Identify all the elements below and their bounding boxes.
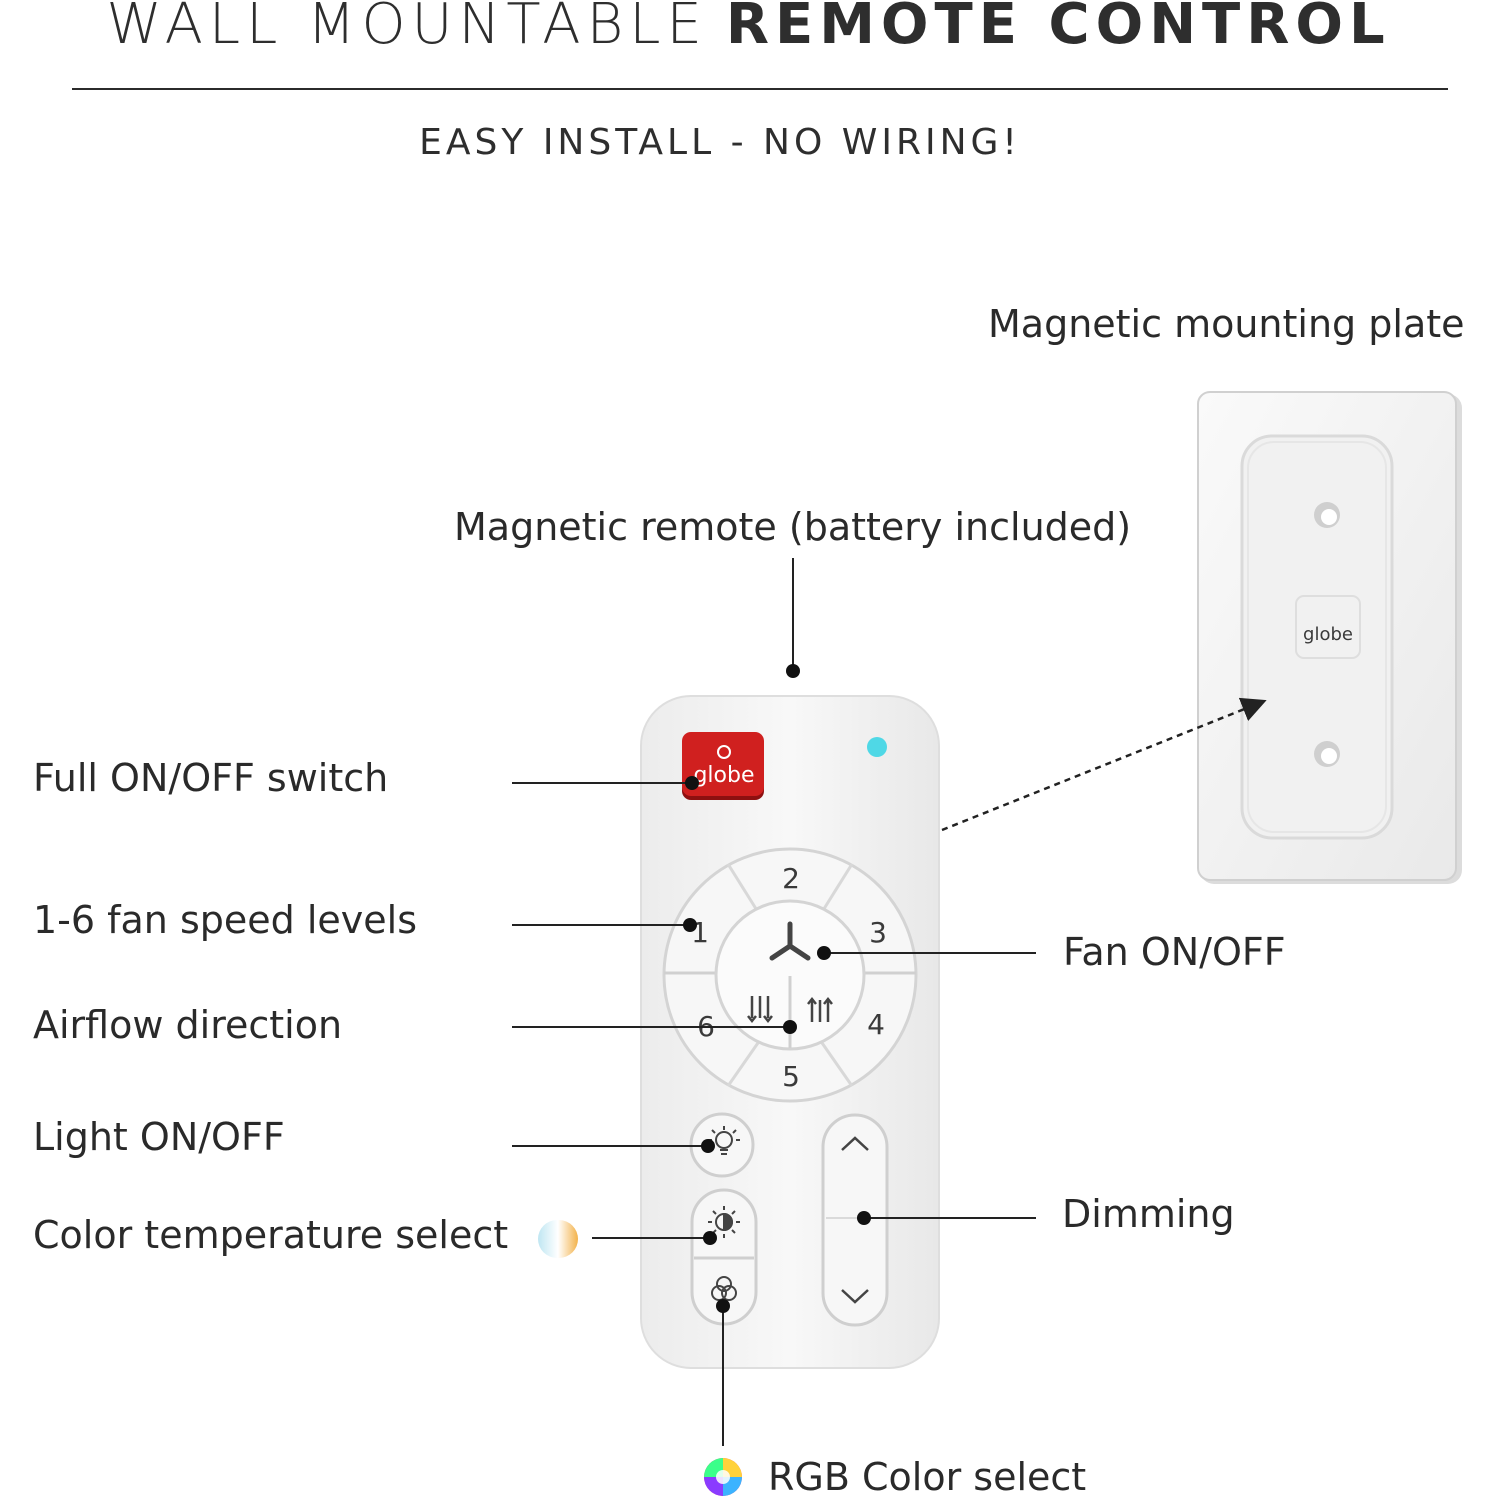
label-fan-onoff: Fan ON/OFF: [1063, 930, 1286, 974]
page-title: WALL MOUNTABLE REMOTE CONTROL: [0, 0, 1497, 57]
brightness-icon: [708, 1206, 740, 1238]
airflow-up-icon[interactable]: [807, 996, 833, 1022]
airflow-down-icon[interactable]: [747, 996, 773, 1024]
speed-3[interactable]: 3: [869, 916, 887, 949]
mounting-plate: globe: [1197, 391, 1462, 884]
rgb-circles-icon: [711, 1276, 737, 1301]
label-airflow: Airflow direction: [33, 1003, 343, 1047]
label-full-onoff: Full ON/OFF switch: [33, 756, 389, 800]
speed-2[interactable]: 2: [782, 862, 800, 895]
speed-5[interactable]: 5: [782, 1060, 800, 1093]
label-color-temp: Color temperature select: [33, 1213, 509, 1257]
title-light: WALL MOUNTABLE: [106, 0, 708, 57]
attach-arrow: [941, 697, 1267, 832]
plate-logo-badge: [1295, 595, 1361, 659]
title-bold: REMOTE CONTROL: [725, 0, 1391, 57]
chevron-up-icon[interactable]: [841, 1136, 869, 1151]
title-divider: [72, 88, 1448, 90]
rgb-button[interactable]: [694, 1260, 754, 1322]
fan-icon[interactable]: [769, 921, 811, 961]
light-button[interactable]: [689, 1112, 755, 1178]
color-temp-button[interactable]: [694, 1192, 754, 1256]
rgb-swatch-icon: [704, 1458, 742, 1496]
speed-4[interactable]: 4: [867, 1008, 885, 1041]
color-temp-swatch-icon: [538, 1220, 578, 1258]
label-dimming: Dimming: [1062, 1192, 1235, 1236]
bulb-icon: [708, 1126, 740, 1155]
page-subtitle: EASY INSTALL - NO WIRING!: [419, 122, 1021, 163]
power-button-logo: globe: [693, 763, 754, 788]
plate-logo: globe: [1303, 624, 1353, 645]
callout-lines: [512, 558, 1036, 1446]
power-button[interactable]: globe: [682, 732, 764, 800]
label-fan-speed: 1-6 fan speed levels: [33, 898, 418, 942]
chevron-down-icon[interactable]: [841, 1289, 869, 1304]
label-light-onoff: Light ON/OFF: [33, 1115, 285, 1159]
label-rgb: RGB Color select: [768, 1455, 1087, 1499]
label-mounting-plate: Magnetic mounting plate: [988, 302, 1465, 346]
dimming-rocker[interactable]: [821, 1113, 889, 1327]
led-indicator: [867, 737, 887, 757]
label-remote: Magnetic remote (battery included): [454, 505, 1132, 549]
